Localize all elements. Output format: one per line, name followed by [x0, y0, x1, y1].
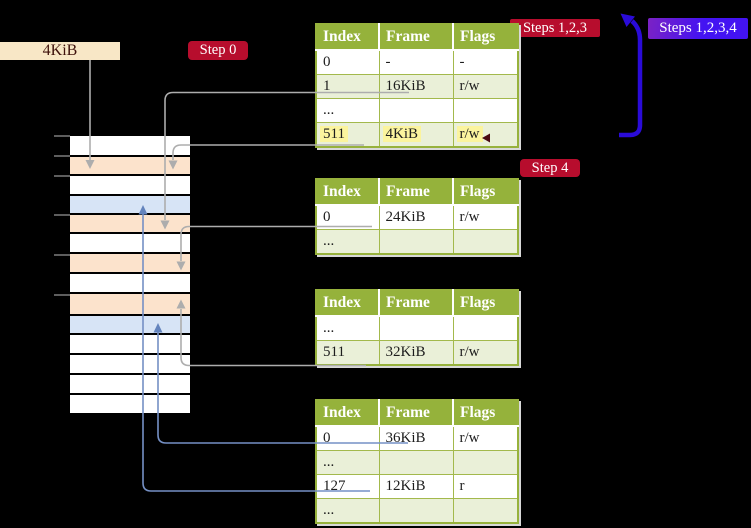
table-cell	[378, 315, 454, 341]
table-cell: r/w	[452, 425, 519, 451]
frame-address-label: 4KiB	[42, 42, 78, 59]
table-cell: 12KiB	[378, 474, 454, 499]
column-header: Flags	[453, 179, 518, 206]
memory-tick-marks	[54, 135, 70, 296]
table-cell: 4KiB	[378, 122, 454, 148]
table-cell: 0	[315, 49, 380, 75]
table-cell: r	[452, 474, 519, 499]
table-row: ...	[315, 98, 519, 123]
steps123-label: Steps 1,2,3	[522, 19, 588, 36]
highlighted-value: r/w	[456, 126, 483, 142]
memory-row-white	[70, 274, 190, 292]
table-row: 0--	[315, 49, 519, 75]
table-row: ...	[315, 229, 519, 255]
step4-label: Step 4	[531, 159, 569, 176]
frame-address-box: 4KiB	[0, 42, 120, 60]
memory-row-blue	[70, 196, 190, 213]
memory-row-white	[70, 136, 190, 155]
table-cell	[452, 98, 519, 123]
table-cell	[378, 498, 454, 524]
table-cell: 0	[315, 204, 380, 230]
memory-row-white	[70, 335, 190, 353]
steps123-badge: Steps 1,2,3	[510, 19, 600, 37]
table-cell: ...	[315, 450, 380, 475]
memory-row-peach	[70, 157, 190, 174]
flow-arrow-steps	[619, 13, 643, 138]
table-cell: 511	[315, 340, 380, 366]
column-header: Index	[316, 400, 380, 427]
column-header: Flags	[453, 290, 518, 317]
table-cell: ...	[315, 498, 380, 524]
column-header: Frame	[379, 290, 454, 317]
steps1234-label: Steps 1,2,3,4	[659, 20, 737, 36]
table-row: ...	[315, 315, 519, 341]
memory-row-blue	[70, 316, 190, 333]
table-cell: 1	[315, 74, 380, 99]
table-cell	[378, 450, 454, 475]
memory-row-white	[70, 395, 190, 413]
column-header: Flags	[453, 24, 518, 51]
memory-row-white	[70, 355, 190, 373]
table-cell	[452, 229, 519, 255]
highlighted-value: 511	[320, 126, 348, 142]
column-header: Index	[316, 179, 380, 206]
table-cell: 511	[315, 122, 380, 148]
memory-row-white	[70, 176, 190, 194]
memory-row-peach	[70, 215, 190, 232]
table-cell	[452, 315, 519, 341]
table-cell: r/w	[452, 122, 519, 148]
memory-row-peach	[70, 294, 190, 314]
table-cell: r/w	[452, 74, 519, 99]
memory-row-white	[70, 234, 190, 252]
table-cell: ...	[315, 229, 380, 255]
table-row: ...	[315, 498, 519, 524]
step0-label: Step 0	[199, 42, 237, 59]
table-cell	[378, 229, 454, 255]
table-cell: 0	[315, 425, 380, 451]
column-header: Frame	[379, 24, 454, 51]
table-cell	[378, 98, 454, 123]
step0-badge: Step 0	[188, 41, 248, 60]
column-header: Index	[316, 24, 380, 51]
table-cell: ...	[315, 98, 380, 123]
table-cell: 24KiB	[378, 204, 454, 230]
column-header: Frame	[379, 179, 454, 206]
table-cell: 16KiB	[378, 74, 454, 99]
table-row: ...	[315, 450, 519, 475]
step4-badge: Step 4	[520, 159, 580, 177]
table-cell: ...	[315, 315, 380, 341]
memory-row-peach	[70, 254, 190, 272]
table-cell: r/w	[452, 204, 519, 230]
table-cell: -	[452, 49, 519, 75]
memory-row-white	[70, 375, 190, 393]
column-header: Frame	[379, 400, 454, 427]
table-cell: 127	[315, 474, 380, 499]
column-header: Index	[316, 290, 380, 317]
table-cell	[452, 450, 519, 475]
highlighted-value: 4KiB	[382, 126, 422, 142]
table-row: 511 4KiB r/w	[315, 122, 519, 148]
table-cell	[452, 498, 519, 524]
table-cell: 36KiB	[378, 425, 454, 451]
table-cell: r/w	[452, 340, 519, 366]
steps1234-badge: Steps 1,2,3,4	[648, 18, 748, 39]
table-cell: 32KiB	[378, 340, 454, 366]
table-cell: -	[378, 49, 454, 75]
column-header: Flags	[453, 400, 518, 427]
